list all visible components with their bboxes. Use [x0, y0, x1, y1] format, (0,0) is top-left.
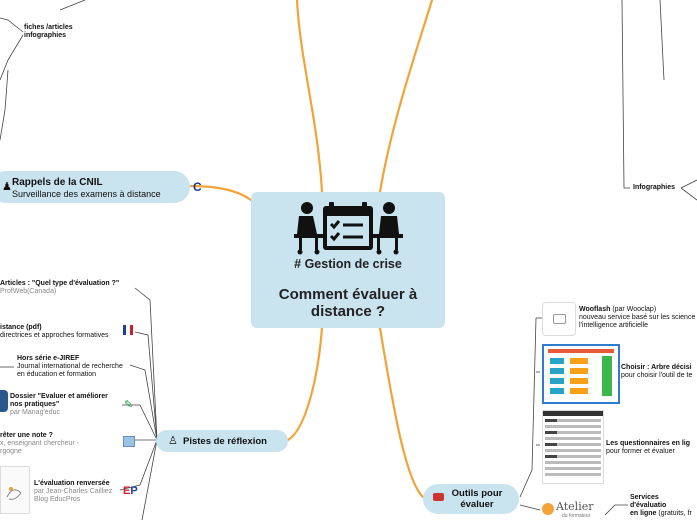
node-distance-sub: directrices et approches formatives [0, 332, 109, 339]
node-fiches[interactable]: fiches /articles infographies [24, 24, 73, 40]
topic-cnil[interactable]: ♟ Rappels de la CNIL Surveillance des ex… [0, 171, 190, 203]
node-jiref[interactable]: Hors série e-JIREF Journal international… [17, 355, 123, 379]
branch-cnil [189, 184, 253, 202]
educpros-e: E [123, 485, 131, 497]
node-dossier-source: par Manag'educ [10, 409, 60, 416]
node-jiref-line2: en éducation et formation [17, 371, 96, 378]
renversee-thumbnail [0, 466, 30, 514]
french-flag-icon [123, 325, 133, 335]
central-title-line1: Comment évaluer à [278, 286, 418, 303]
node-dossier-line1: Dossier "Evaluer et améliorer [10, 393, 108, 400]
node-note-line1: x, enseignant chercheur - [0, 440, 79, 447]
topic-pistes[interactable]: ♙ Pistes de réflexion [156, 430, 288, 452]
flowchart-icon [548, 349, 614, 396]
node-dossier[interactable]: Dossier "Evaluer et améliorer nos pratiq… [10, 393, 108, 417]
questionnaires-thumbnail [542, 410, 604, 484]
decision-tree-thumbnail [542, 344, 620, 404]
camera-icon [553, 314, 566, 324]
node-articles[interactable]: Articles : "Quel type d'évaluation ?" Pr… [0, 280, 119, 296]
people-at-laptops-calendar-icon [294, 202, 403, 255]
topic-cnil-subtitle: Surveillance des examens à distance [12, 189, 161, 199]
node-wooflash-line2: l'intelligence artificielle [579, 322, 649, 329]
node-infographies[interactable]: Infographies [633, 184, 676, 191]
node-services-line1: Services d'évaluatio [630, 494, 667, 509]
classroom-icon: ♟ [2, 181, 12, 193]
node-wooflash-line1: nouveau service basé sur les science [579, 314, 696, 321]
cnil-logo-badge: C [193, 180, 202, 194]
table-preview-icon [543, 411, 603, 476]
branch-top-right [378, 0, 434, 194]
wooflash-thumbnail [542, 302, 576, 336]
branch-top-left [295, 0, 324, 194]
node-dossier-line2: nos pratiques" [10, 401, 60, 408]
node-services-line2: (gratuits, fr [656, 510, 692, 517]
topic-outils-title: Outils pour évaluer [449, 488, 505, 510]
sun-gear-icon [542, 503, 554, 515]
central-hashtag: # Gestion de crise [294, 257, 402, 271]
node-note[interactable]: rêter une note ? x, enseignant chercheur… [0, 432, 79, 456]
node-renversee-by: par Jean-Charles Cailliez [34, 488, 113, 495]
topic-outils[interactable]: Outils pour évaluer [423, 484, 519, 514]
node-articles-title: Articles : "Quel type d'évaluation ?" [0, 280, 120, 287]
node-fiches-line1: fiches /articles [24, 24, 73, 31]
managedu-logo-icon [0, 390, 8, 412]
node-wooflash[interactable]: Wooflash (par Wooclap) nouveau service b… [579, 306, 695, 330]
toolbox-icon [433, 493, 444, 501]
node-distance-title: istance (pdf) [0, 324, 42, 331]
node-wooflash-name: Wooflash [579, 306, 611, 313]
pen-icon: ✎ [124, 399, 134, 411]
node-renversee-title: L'évaluation renversée [34, 480, 110, 487]
node-renversee[interactable]: L'évaluation renversée par Jean-Charles … [34, 480, 112, 504]
node-articles-source: ProfWeb(Canada) [0, 288, 57, 295]
educpros-logo: EP [123, 485, 138, 497]
node-choisir-sub: pour choisir l'outil de te [621, 372, 693, 379]
node-questionnaires-sub: pour former et évaluer [606, 448, 675, 455]
hand-drawing-icon [6, 487, 22, 500]
topic-pistes-title: Pistes de réflexion [183, 436, 267, 447]
node-note-title: rêter une note ? [0, 432, 53, 439]
node-wooflash-by: (par Wooclap) [610, 306, 657, 313]
topic-outils-line2: évaluer [460, 499, 494, 510]
node-questionnaires-title: Les questionnaires en lig [606, 440, 691, 447]
branch-pistes [286, 326, 324, 442]
branch-outils [378, 326, 425, 499]
node-jiref-title: Hors série e-JIREF [17, 355, 80, 362]
node-note-line2: rgogne [0, 448, 22, 455]
atelier-logo-sub: du formateur [562, 513, 591, 519]
node-fiches-line2: infographies [24, 32, 67, 39]
educpros-p: P [130, 485, 138, 497]
central-node[interactable]: # Gestion de crise Comment évaluer à dis… [251, 192, 445, 328]
node-renversee-src: Blog EducPros [34, 496, 81, 503]
topic-cnil-title: Rappels de la CNIL [12, 177, 103, 188]
node-questionnaires[interactable]: Les questionnaires en lig pour former et… [606, 440, 690, 456]
atelier-logo-text: Atelier [556, 500, 594, 513]
image-icon [123, 436, 135, 447]
node-choisir[interactable]: Choisir : Arbre décisi pour choisir l'ou… [621, 364, 692, 380]
central-title: Comment évaluer à distance ? [251, 286, 445, 320]
node-distance-pdf[interactable]: istance (pdf) directrices et approches f… [0, 324, 109, 340]
topic-outils-line1: Outils pour [451, 488, 503, 499]
atelier-du-formateur-logo: Atelier du formateur [540, 500, 604, 520]
node-services-line2-bold: en ligne [630, 510, 657, 517]
central-title-line2: distance ? [310, 303, 386, 320]
node-choisir-title: Choisir : Arbre décisi [621, 364, 692, 371]
node-services[interactable]: Services d'évaluatio en ligne (gratuits,… [630, 494, 697, 518]
teacher-icon: ♙ [168, 435, 178, 447]
node-jiref-line1: Journal international de recherche [17, 363, 123, 370]
